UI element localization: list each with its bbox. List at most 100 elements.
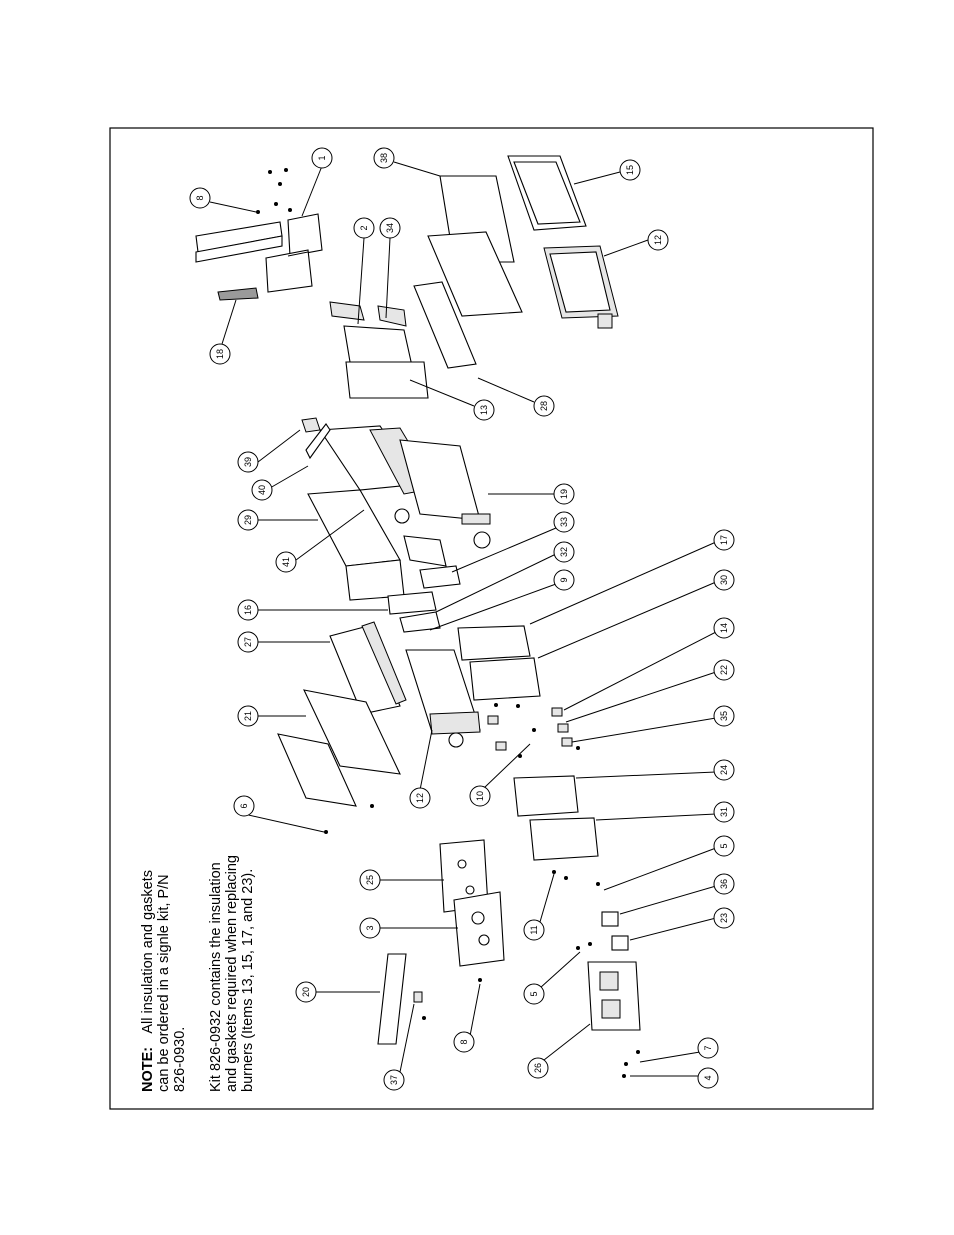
callout-5-right-label: 5 [719,843,729,848]
part-23-gasket [611,935,629,951]
callout-34: 34 [379,217,401,239]
part-29-heat-exchanger [307,425,491,601]
part-17-plate [457,625,531,661]
callout-27: 27 [237,631,259,653]
callout-6-label: 6 [239,803,249,808]
part-3-panel [453,891,505,967]
callout-12-top-label: 12 [653,235,663,245]
callout-39: 39 [237,451,259,473]
small-screws-top [256,168,292,214]
note-line-3: 826-0930. [172,1027,188,1092]
part-31-plate [529,817,599,861]
svg-text:NOTE: All insulation and: NOTE: All insulation and gaskets [140,870,156,1092]
callout-20-label: 20 [301,987,311,997]
leader-lines [209,161,717,1077]
callout-41: 41 [275,551,297,573]
part-2-plate [329,301,413,367]
callout-2-label: 2 [359,225,369,230]
part-16-gasket [387,591,437,615]
callout-18: 18 [209,343,231,365]
part-36-gasket [601,911,619,927]
callout-22: 22 [713,659,735,681]
callout-38: 38 [373,147,395,169]
callout-9: 9 [553,569,575,591]
callout-17-label: 17 [719,535,729,545]
callout-29-label: 29 [243,515,253,525]
part-39-bracket [301,417,331,460]
callout-32: 32 [553,541,575,563]
callout-40-label: 40 [257,485,267,495]
callout-7-label: 7 [703,1045,713,1050]
callout-25: 25 [359,869,381,891]
callout-8-bottom: 8 [453,1031,475,1053]
note-label: NOTE: [140,1047,156,1092]
small-parts-middle [487,703,580,758]
callout-1: 1 [311,147,333,169]
part-15-gasket [507,155,587,231]
callout-34-label: 34 [385,223,395,233]
callout-16: 16 [237,599,259,621]
callout-13: 13 [473,399,495,421]
part-18-strip [217,287,259,301]
part-28-panel [413,281,477,369]
part-38-panel [427,175,523,317]
note-line-5: and gaskets required when replacing [224,855,240,1092]
part-20-panel [377,953,423,1045]
callout-5-left: 5 [523,983,545,1005]
callout-36-label: 36 [719,879,729,889]
callout-16-label: 16 [243,605,253,615]
note-block: NOTE: All insulation and gaskets can be … [140,855,256,1092]
callout-41-label: 41 [281,557,291,567]
callout-2: 2 [353,217,375,239]
part-21-panel [277,689,401,807]
callout-33: 33 [553,511,575,533]
callout-5-right: 5 [713,835,735,857]
callout-12-top: 12 [647,229,669,251]
callout-26: 26 [527,1057,549,1079]
callout-39-label: 39 [243,457,253,467]
callout-12-lower: 12 [409,787,431,809]
callout-36: 36 [713,873,735,895]
callout-1-label: 1 [317,155,327,160]
callout-8-top-label: 8 [195,195,205,200]
callout-15-label: 15 [625,165,635,175]
part-13-plate [345,361,429,399]
callout-27-label: 27 [243,637,253,647]
callout-23: 23 [713,907,735,929]
callout-7: 7 [697,1037,719,1059]
part-12-burner-lower [405,649,481,748]
callout-11: 11 [523,919,545,941]
callout-28-label: 28 [539,401,549,411]
callout-28: 28 [533,395,555,417]
part-24-plate [513,775,579,817]
callout-11-label: 11 [529,925,539,934]
note-line-1: All insulation and gaskets [140,870,156,1034]
callout-17: 17 [713,529,735,551]
callout-10: 10 [469,785,491,807]
callout-8-bottom-label: 8 [459,1039,469,1044]
callout-8-top: 8 [189,187,211,209]
callout-40: 40 [251,479,273,501]
part-27-panel [329,621,407,715]
callout-4-label: 4 [703,1075,713,1080]
callout-18-label: 18 [215,349,225,359]
callout-24-label: 24 [719,765,729,775]
callout-19: 19 [553,483,575,505]
callout-12-lower-label: 12 [415,793,425,803]
callout-15: 15 [619,159,641,181]
callout-30-label: 30 [719,575,729,585]
callout-30: 30 [713,569,735,591]
callout-32-label: 32 [559,547,569,557]
callout-24: 24 [713,759,735,781]
part-26-assembly [587,961,641,1031]
callout-6: 6 [233,795,255,817]
callout-14-label: 14 [719,623,729,633]
callout-31-label: 31 [719,807,729,817]
part-8-rail [195,221,283,263]
note-line-6: burners (Items 13, 15, 17, and 23). [240,869,256,1092]
callout-35: 35 [713,705,735,727]
callout-14: 14 [713,617,735,639]
part-12-burner-top [543,245,619,329]
part-33-gasket [419,565,461,589]
